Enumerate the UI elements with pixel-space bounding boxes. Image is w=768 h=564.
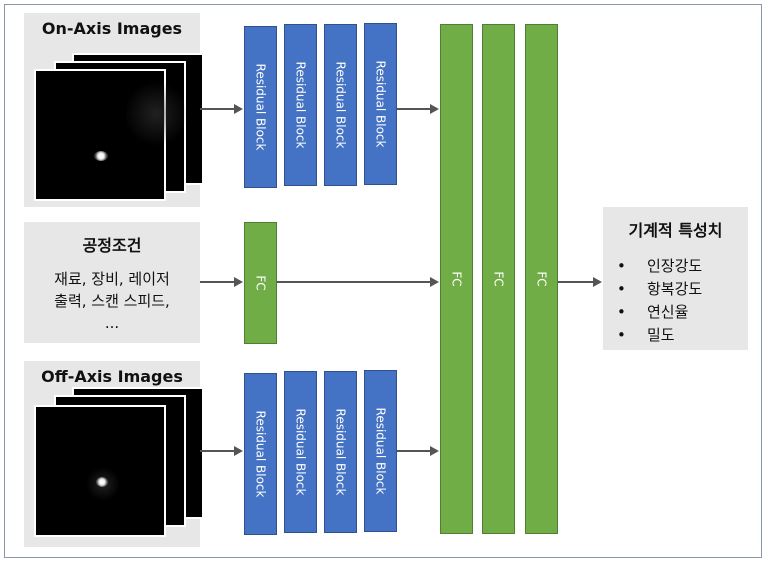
residual-block-top-4: Residual Block — [364, 23, 397, 185]
off-axis-melt-pool-spot — [96, 477, 108, 487]
conditions-fc-layer: FC — [244, 222, 277, 344]
process-conditions-line-2: 출력, 스캔 스피드, — [54, 292, 170, 310]
residual-block-top-2: Residual Block — [284, 24, 317, 186]
on-axis-title: On-Axis Images — [41, 19, 183, 38]
bullet-icon: • — [617, 303, 626, 321]
fc-layer-2: FC — [482, 24, 515, 534]
on-axis-panel: On-Axis Images — [24, 13, 204, 207]
on-axis-melt-pool-spot — [94, 151, 108, 161]
residual-block-bottom-2: Residual Block — [284, 371, 317, 533]
residual-block-top-3: Residual Block — [324, 24, 357, 186]
process-conditions-line-1: 재료, 장비, 레이저 — [54, 270, 170, 288]
output-title: 기계적 특성치 — [628, 221, 723, 240]
off-axis-title: Off-Axis Images — [41, 367, 183, 386]
process-conditions-line-3: ... — [104, 314, 120, 332]
process-conditions-title: 공정조건 — [82, 236, 142, 255]
residual-block-bottom-3: Residual Block — [324, 371, 357, 533]
process-conditions-panel: 공정조건 재료, 장비, 레이저 출력, 스캔 스피드, ... — [24, 222, 200, 343]
on-axis-glow — [126, 79, 186, 149]
off-axis-panel: Off-Axis Images — [24, 361, 204, 547]
fc-layer-3: FC — [525, 24, 558, 534]
on-axis-image-front — [34, 69, 186, 201]
output-list: •인장강도 •항복강도 •연신율 •밀도 — [617, 255, 702, 347]
output-item: •밀도 — [617, 324, 702, 347]
output-panel: 기계적 특성치 •인장강도 •항복강도 •연신율 •밀도 — [603, 207, 748, 350]
bullet-icon: • — [617, 257, 626, 275]
residual-block-bottom-1: Residual Block — [244, 373, 277, 535]
output-item: •인장강도 — [617, 255, 702, 278]
bullet-icon: • — [617, 326, 626, 344]
bullet-icon: • — [617, 280, 626, 298]
off-axis-image-front — [34, 405, 166, 537]
residual-block-top-1: Residual Block — [244, 26, 277, 188]
residual-block-bottom-4: Residual Block — [364, 370, 397, 532]
output-item: •항복강도 — [617, 278, 702, 301]
fc-layer-1: FC — [440, 24, 473, 534]
output-item: •연신율 — [617, 301, 702, 324]
